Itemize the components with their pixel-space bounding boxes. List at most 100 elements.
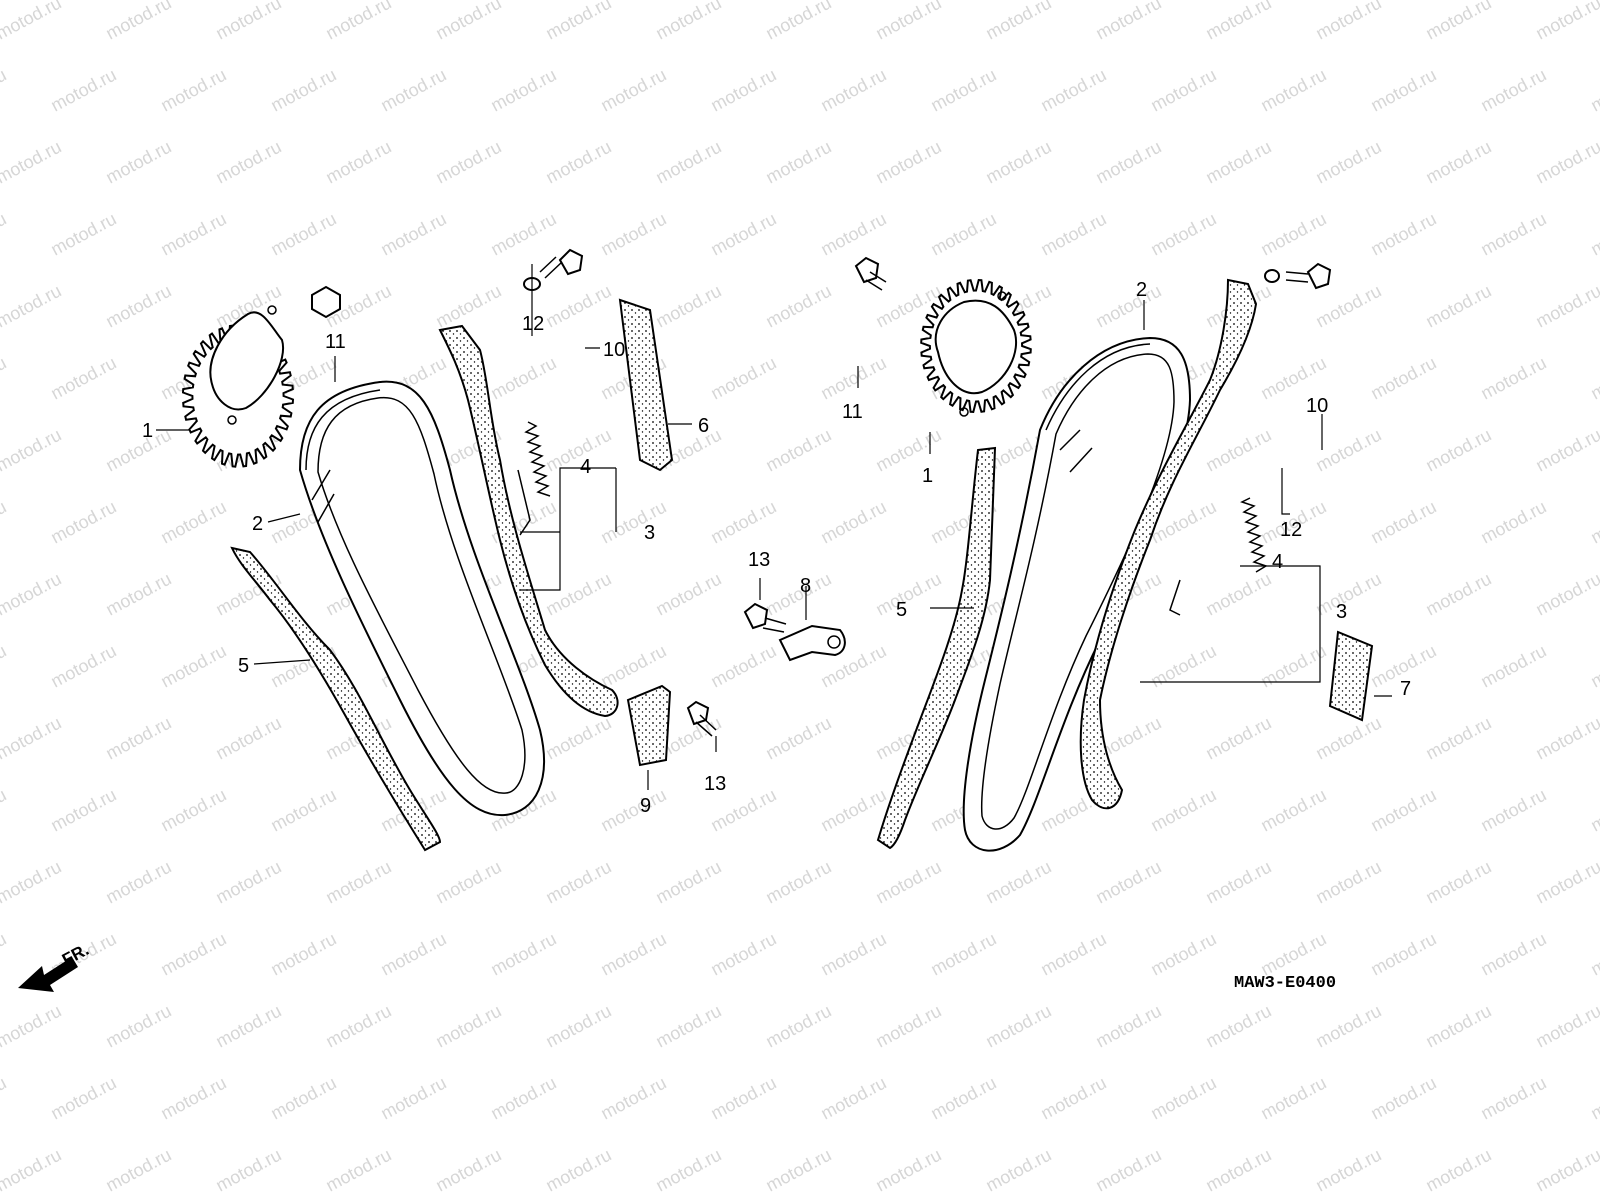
watermark-text: motod.ru xyxy=(1422,569,1494,620)
watermark-text: motod.ru xyxy=(487,65,559,116)
watermark-text: motod.ru xyxy=(872,1001,944,1052)
watermark-text: motod.ru xyxy=(597,785,669,836)
watermark-text: motod.ru xyxy=(1312,0,1384,44)
callout-left-5: 5 xyxy=(238,655,249,677)
watermark-text: motod.ru xyxy=(1532,569,1600,620)
watermark-text: motod.ru xyxy=(1532,713,1600,764)
callout-left-4: 4 xyxy=(580,456,591,478)
watermark-text: motod.ru xyxy=(762,1145,834,1196)
watermark-text: motod.ru xyxy=(707,353,779,404)
watermark-text: motod.ru xyxy=(157,641,229,692)
watermark-text: motod.ru xyxy=(1422,713,1494,764)
watermark-text: motod.ru xyxy=(1202,1145,1274,1196)
watermark-text: motod.ru xyxy=(0,65,10,116)
watermark-text: motod.ru xyxy=(1587,497,1600,548)
watermark-text: motod.ru xyxy=(0,353,10,404)
watermark-text: motod.ru xyxy=(1367,929,1439,980)
watermark-text: motod.ru xyxy=(652,137,724,188)
callout-left-2: 2 xyxy=(252,513,263,535)
watermark-text: motod.ru xyxy=(762,857,834,908)
watermark-text: motod.ru xyxy=(0,1073,10,1124)
plate-9 xyxy=(626,684,672,767)
watermark-text: motod.ru xyxy=(1532,1145,1600,1196)
bolt-11-right xyxy=(854,256,887,291)
watermark-text: motod.ru xyxy=(212,1145,284,1196)
watermark-text: motod.ru xyxy=(102,713,174,764)
watermark-text: motod.ru xyxy=(1587,1073,1600,1124)
watermark-text: motod.ru xyxy=(1587,353,1600,404)
watermark-text: motod.ru xyxy=(157,785,229,836)
watermark-text: motod.ru xyxy=(1587,785,1600,836)
watermark-text: motod.ru xyxy=(1367,785,1439,836)
right-assembly xyxy=(854,256,1392,852)
watermark-text: motod.ru xyxy=(377,65,449,116)
watermark-text: motod.ru xyxy=(432,281,504,332)
watermark-text: motod.ru xyxy=(762,425,834,476)
watermark-text: motod.ru xyxy=(817,65,889,116)
tensioner-spring-right xyxy=(1240,497,1268,573)
watermark-text: motod.ru xyxy=(542,1145,614,1196)
watermark-text: motod.ru xyxy=(102,425,174,476)
callout-left-6: 6 xyxy=(698,415,709,437)
watermark-text: motod.ru xyxy=(267,785,339,836)
watermark-text: motod.ru xyxy=(1147,65,1219,116)
chain-guide-left xyxy=(230,546,442,852)
watermark-text: motod.ru xyxy=(762,569,834,620)
watermark-text: motod.ru xyxy=(1422,425,1494,476)
watermark-text: motod.ru xyxy=(1092,137,1164,188)
watermark-text: motod.ru xyxy=(652,569,724,620)
watermark-text: motod.ru xyxy=(1367,209,1439,260)
watermark-text: motod.ru xyxy=(1367,65,1439,116)
watermark-text: motod.ru xyxy=(872,137,944,188)
watermark-text: motod.ru xyxy=(102,1001,174,1052)
watermark-text: motod.ru xyxy=(982,0,1054,44)
watermark-text: motod.ru xyxy=(1477,209,1549,260)
watermark-text: motod.ru xyxy=(432,857,504,908)
watermark-text: motod.ru xyxy=(1037,65,1109,116)
callout-right-5: 5 xyxy=(896,599,907,621)
watermark-text: motod.ru xyxy=(1092,1145,1164,1196)
watermark-text: motod.ru xyxy=(762,137,834,188)
watermark-text: motod.ru xyxy=(1257,65,1329,116)
watermark-text: motod.ru xyxy=(542,713,614,764)
watermark-text: motod.ru xyxy=(1532,281,1600,332)
watermark-text: motod.ru xyxy=(1312,569,1384,620)
callout-center-13b: 13 xyxy=(704,773,726,795)
watermark-text: motod.ru xyxy=(1477,65,1549,116)
cam-sprocket-left xyxy=(181,305,295,468)
watermark-text: motod.ru xyxy=(212,857,284,908)
watermark-text: motod.ru xyxy=(1587,929,1600,980)
watermark-text: motod.ru xyxy=(1147,785,1219,836)
callout-left-1: 1 xyxy=(142,420,153,442)
bolt-13-upper xyxy=(743,602,787,633)
watermark-text: motod.ru xyxy=(707,209,779,260)
watermark-text: motod.ru xyxy=(47,209,119,260)
watermark-text: motod.ru xyxy=(1367,497,1439,548)
watermark-text: motod.ru xyxy=(707,65,779,116)
callout-left-10: 10 xyxy=(603,339,625,361)
callout-labels: 1 2 3 4 5 6 10 11 12 8 9 13 13 1 2 3 4 5… xyxy=(142,279,1411,817)
direction-arrow-icon xyxy=(18,957,78,992)
watermark-text: motod.ru xyxy=(817,785,889,836)
washer-12-right xyxy=(1264,269,1280,283)
watermark-text: motod.ru xyxy=(1422,1145,1494,1196)
watermark-text: motod.ru xyxy=(1422,0,1494,44)
callout-right-1: 1 xyxy=(922,465,933,487)
watermark-text: motod.ru xyxy=(1257,1073,1329,1124)
watermark-text: motod.ru xyxy=(1422,281,1494,332)
chain-guide-right xyxy=(876,446,997,850)
cam-chain-right xyxy=(962,336,1192,852)
watermark-text: motod.ru xyxy=(322,1145,394,1196)
watermark-text: motod.ru xyxy=(1312,1001,1384,1052)
watermark-text: motod.ru xyxy=(1257,209,1329,260)
watermark-text: motod.ru xyxy=(322,0,394,44)
watermark-text: motod.ru xyxy=(0,1001,65,1052)
watermark-text: motod.ru xyxy=(432,0,504,44)
watermark-text: motod.ru xyxy=(1587,65,1600,116)
watermark-text: motod.ru xyxy=(377,1073,449,1124)
watermark-text: motod.ru xyxy=(102,0,174,44)
watermark-text: motod.ru xyxy=(322,1001,394,1052)
callout-left-12: 12 xyxy=(522,313,544,335)
watermark-text: motod.ru xyxy=(1037,929,1109,980)
callout-left-11: 11 xyxy=(325,331,346,353)
